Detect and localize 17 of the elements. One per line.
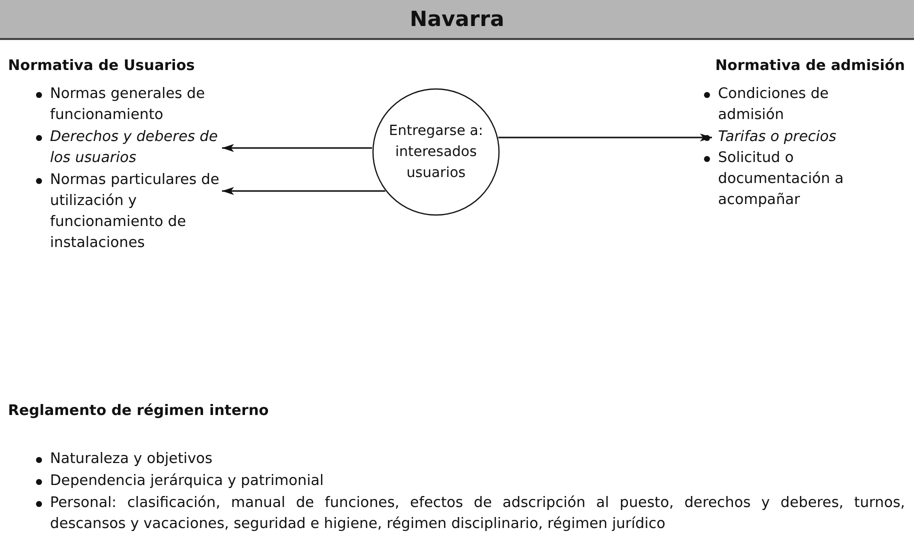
arrow xyxy=(498,134,712,142)
bullet-item: Naturaleza y objetivos xyxy=(50,450,214,469)
arrow xyxy=(222,187,386,195)
circle-node: Entregarse a: interesados usuarios xyxy=(372,88,500,216)
bullet-item: Dependencia jerárquica y patrimonial xyxy=(50,472,325,491)
bullet-item: Normas particulares de utilización y funcionamiento de instalaciones xyxy=(50,170,220,254)
bullet-item: Personal: clasificación, manual de funciones, efectos de adscripción al puesto, derechos y deberes, turnos, descansos y vacaciones, seguridad e higiene, régimen disciplinario, régimen jurídico xyxy=(50,494,905,534)
section-heading: Reglamento de régimen interno xyxy=(8,402,269,421)
bullet-item: Tarifas o precios xyxy=(718,127,868,148)
bullet-item: Solicitud o documentación a acompañar xyxy=(718,148,868,211)
title-band: Navarra xyxy=(0,0,914,40)
section-heading: Normativa de admisión xyxy=(715,57,905,76)
bullet-item: Normas generales de funcionamiento xyxy=(50,84,210,126)
section-heading: Normativa de Usuarios xyxy=(8,57,195,76)
bullet-item: Derechos y deberes de los usuarios xyxy=(50,127,220,169)
bullet-item: Condiciones de admisión xyxy=(718,84,868,126)
arrow xyxy=(222,144,372,152)
